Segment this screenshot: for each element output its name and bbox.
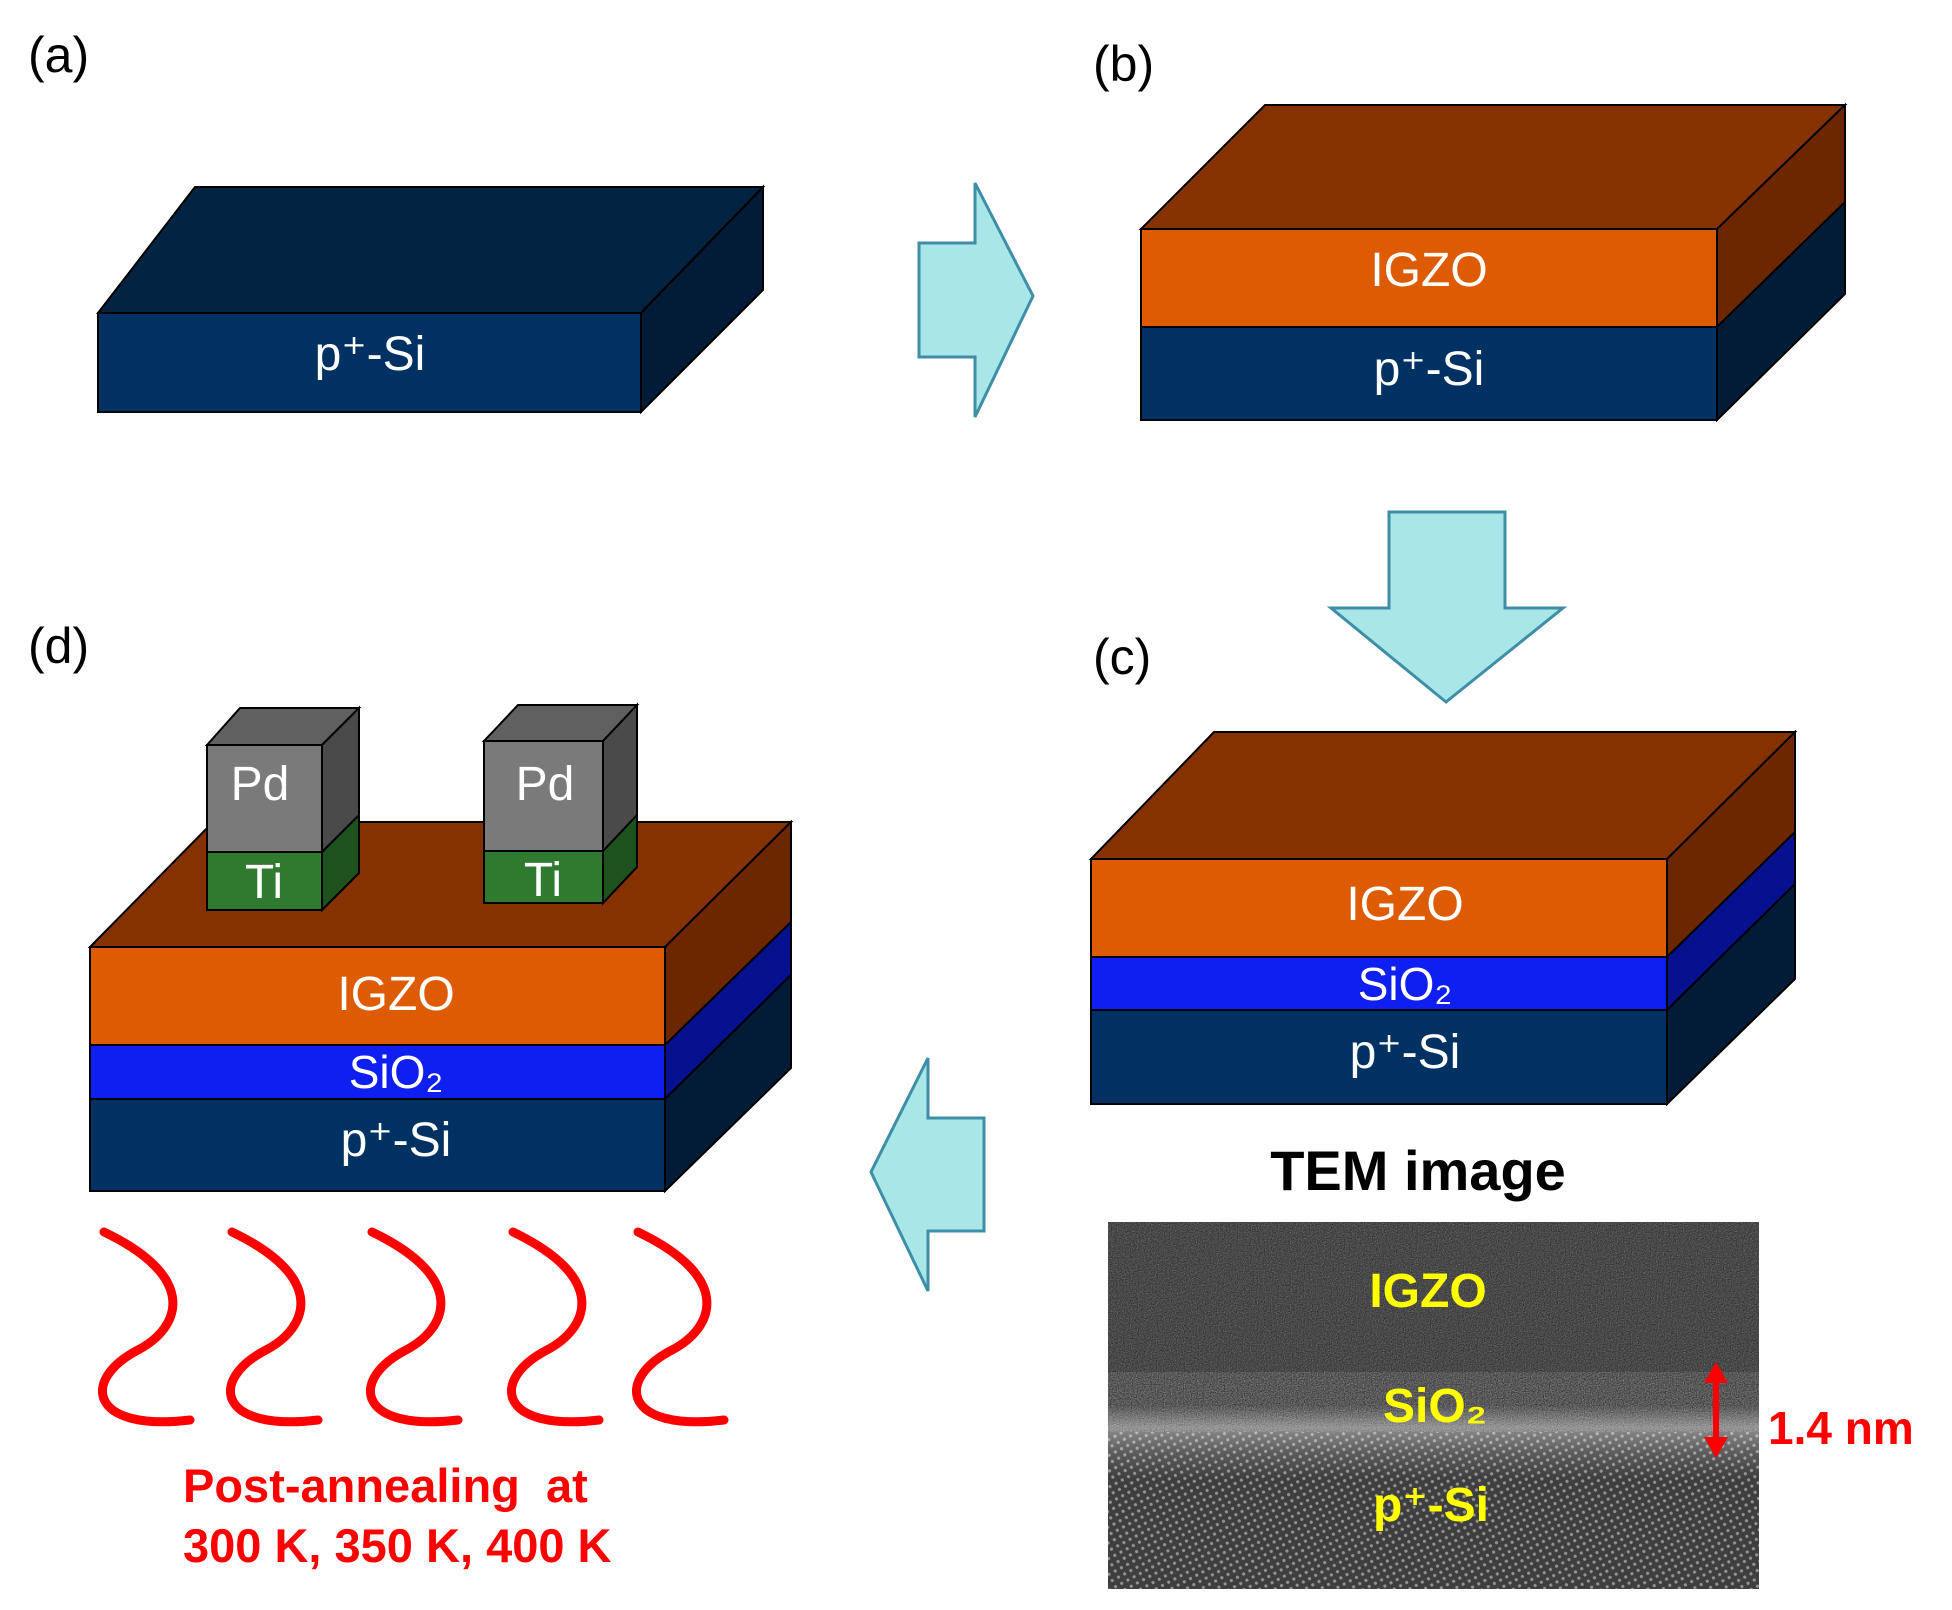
- arrow-up-icon: [1704, 1362, 1728, 1383]
- panel-a-stack: p⁺-Si: [95, 184, 766, 415]
- si-layer-a: p⁺-Si: [95, 184, 766, 415]
- si-label-a: p⁺-Si: [315, 328, 426, 381]
- arrow-down-icon: [1326, 510, 1568, 704]
- contact-right: Pd Ti: [481, 702, 640, 907]
- heat-wave-icon: [631, 1227, 729, 1427]
- heat-waves: [97, 1227, 729, 1427]
- panel-c-label: (c): [1093, 629, 1151, 685]
- panel-a-label: (a): [28, 27, 89, 83]
- tem-si-label: p⁺-Si: [1373, 1479, 1489, 1532]
- igzo-label-d: IGZO: [337, 968, 454, 1021]
- si-label-c: p⁺-Si: [1350, 1026, 1461, 1079]
- heat-wave-icon: [225, 1227, 323, 1427]
- thickness-label: 1.4 nm: [1768, 1402, 1914, 1454]
- tem-image: IGZO SiO₂ p⁺-Si: [1108, 1222, 1759, 1589]
- igzo-layer-d: IGZO: [87, 819, 794, 1048]
- panel-d-label: (d): [28, 618, 89, 674]
- annealing-text-line1: Post-annealing at: [183, 1459, 588, 1512]
- heat-wave-icon: [506, 1227, 604, 1427]
- thickness-marker: 1.4 nm: [1704, 1362, 1914, 1458]
- si-layer-b: p⁺-Si: [1140, 199, 1846, 423]
- igzo-label-c: IGZO: [1346, 878, 1463, 931]
- si-label-d: p⁺-Si: [341, 1114, 452, 1167]
- contact-left: Pd Ti: [204, 705, 362, 913]
- tem-sio2-label: SiO₂: [1383, 1380, 1487, 1433]
- arrow-left-icon: [869, 1057, 986, 1292]
- igzo-label-b: IGZO: [1370, 244, 1487, 297]
- ti-label-left: Ti: [245, 856, 283, 909]
- panel-b-label: (b): [1093, 36, 1154, 92]
- ti-label-right: Ti: [524, 854, 562, 907]
- sio2-label-d: SiO₂: [349, 1046, 444, 1098]
- panel-d-stack: IGZO SiO₂ p⁺-Si Pd Ti: [87, 702, 794, 1194]
- panel-b-stack: IGZO p⁺-Si: [1138, 102, 1848, 423]
- igzo-layer-b: IGZO: [1138, 102, 1848, 330]
- si-layer-c: p⁺-Si: [1090, 881, 1796, 1107]
- tem-igzo-label: IGZO: [1369, 1265, 1486, 1318]
- arrow-down-small-icon: [1704, 1437, 1728, 1458]
- annealing-text-line2: 300 K, 350 K, 400 K: [183, 1519, 612, 1572]
- process-arrows: [869, 182, 1568, 1292]
- arrow-right-icon: [917, 182, 1035, 418]
- si-layer-d: p⁺-Si: [89, 972, 792, 1194]
- si-label-b: p⁺-Si: [1374, 343, 1485, 396]
- heat-wave-icon: [97, 1227, 195, 1427]
- tem-title: TEM image: [1270, 1139, 1566, 1202]
- pd-label-right: Pd: [516, 758, 575, 811]
- sio2-label-c: SiO₂: [1358, 958, 1453, 1010]
- pd-label-left: Pd: [231, 758, 290, 811]
- igzo-layer-c: IGZO: [1088, 729, 1798, 960]
- panel-c-stack: IGZO SiO₂ p⁺-Si: [1088, 729, 1798, 1107]
- heat-wave-icon: [365, 1227, 463, 1427]
